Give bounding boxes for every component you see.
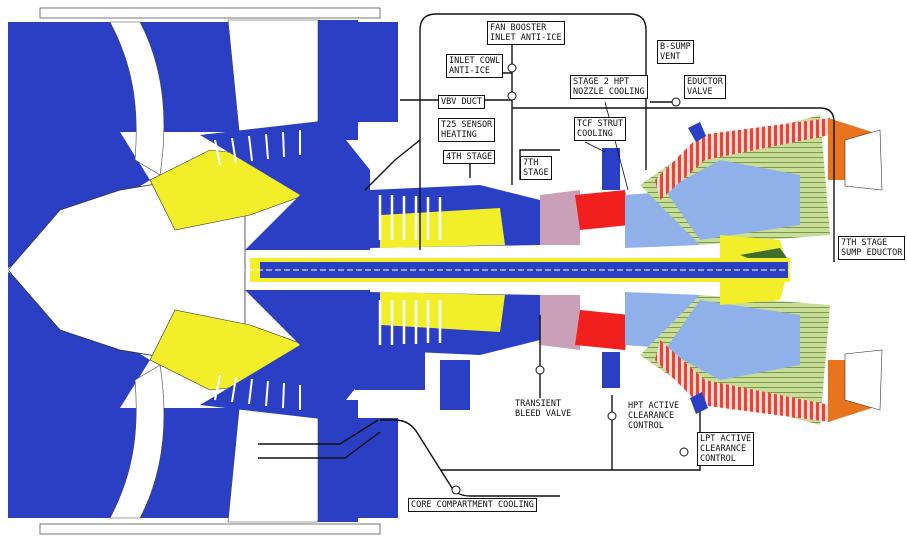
label-vbv-duct: VBV DUCT <box>438 95 485 109</box>
fan-case-bottom <box>227 399 319 523</box>
accessory-block <box>440 360 470 410</box>
hpc-section <box>370 185 580 355</box>
label-lpt-active: LPT ACTIVE CLEARANCE CONTROL <box>697 432 755 466</box>
combustor-case-bottom <box>540 295 580 350</box>
valve-transient-bleed <box>535 365 545 375</box>
line-lpt-acc <box>612 460 701 471</box>
booster-blue-bottom <box>200 290 370 420</box>
booster-section <box>149 120 370 420</box>
hpc-yellow-bottom <box>380 292 505 332</box>
tcf-strut-top <box>602 148 620 190</box>
eductor-valve-body <box>688 122 706 142</box>
nacelle-top <box>39 7 381 19</box>
combustor-top <box>575 190 630 230</box>
lpt-blue-bottom <box>665 300 800 380</box>
line-eductor <box>512 107 835 262</box>
label-eductor-valve: EDUCTOR VALVE <box>684 75 726 99</box>
label-7th-stage-sump-eductor: 7TH STAGE SUMP EDUCTOR <box>838 236 906 260</box>
label-b-sump-vent: B-SUMP VENT <box>657 40 694 64</box>
ogv-bottom <box>318 400 358 522</box>
combustor-case-top <box>540 190 580 245</box>
hpc-yellow-top <box>380 208 505 248</box>
tcf-strut-bottom <box>602 352 620 388</box>
exhaust-nozzle-bottom <box>844 349 883 411</box>
line-top-manifold <box>419 13 647 250</box>
label-7th-stage: 7TH STAGE <box>520 156 552 180</box>
line-lower-2 <box>258 431 381 459</box>
line-vbv-duct <box>364 139 421 191</box>
valve-lpt-acc <box>679 447 689 457</box>
valves <box>451 63 689 495</box>
label-transient-bleed: TRANSIENT BLEED VALVE <box>515 399 572 419</box>
nacelle-bottom <box>39 523 381 535</box>
combustor-bottom <box>575 310 630 350</box>
gearbox-block <box>355 350 425 390</box>
leader-lines <box>584 101 629 191</box>
lpt-blue-top <box>665 160 800 240</box>
label-hpt-active: HPT ACTIVE CLEARANCE CONTROL <box>628 401 680 431</box>
valve-hpt-acc <box>607 411 617 421</box>
label-t25-sensor: T25 SENSOR HEATING <box>438 118 496 142</box>
booster-blades <box>214 130 301 410</box>
shaft <box>5 258 900 282</box>
bleed-lines <box>258 13 835 497</box>
label-tcf-strut: TCF STRUT COOLING <box>574 117 627 141</box>
label-4th-stage: 4TH STAGE <box>443 150 496 164</box>
fan-case-top <box>227 19 319 141</box>
label-stage2-hpt: STAGE 2 HPT NOZZLE COOLING <box>570 75 648 99</box>
ogv-top <box>318 20 358 140</box>
label-fan-booster: FAN BOOSTER INLET ANTI-ICE <box>487 21 565 45</box>
lpt-valve-body <box>690 392 708 414</box>
line-core-compartment <box>380 419 560 497</box>
fan-frame-top <box>358 22 398 122</box>
valve-fan-booster <box>507 63 517 73</box>
valve-eductor <box>671 97 681 107</box>
booster-blue-top <box>200 120 370 250</box>
label-inlet-cowl: INLET COWL ANTI-ICE <box>446 54 504 78</box>
line-lower-1 <box>258 419 379 445</box>
valve-inlet-cowl <box>507 91 517 101</box>
lpt-yellow-bottom <box>720 282 785 305</box>
valve-core-compartment <box>451 485 461 495</box>
hpc-blades <box>378 195 442 345</box>
exhaust-nozzle-top <box>844 129 883 191</box>
label-core-compartment: CORE COMPARTMENT COOLING <box>408 498 537 512</box>
fan-frame-bottom <box>358 418 398 518</box>
